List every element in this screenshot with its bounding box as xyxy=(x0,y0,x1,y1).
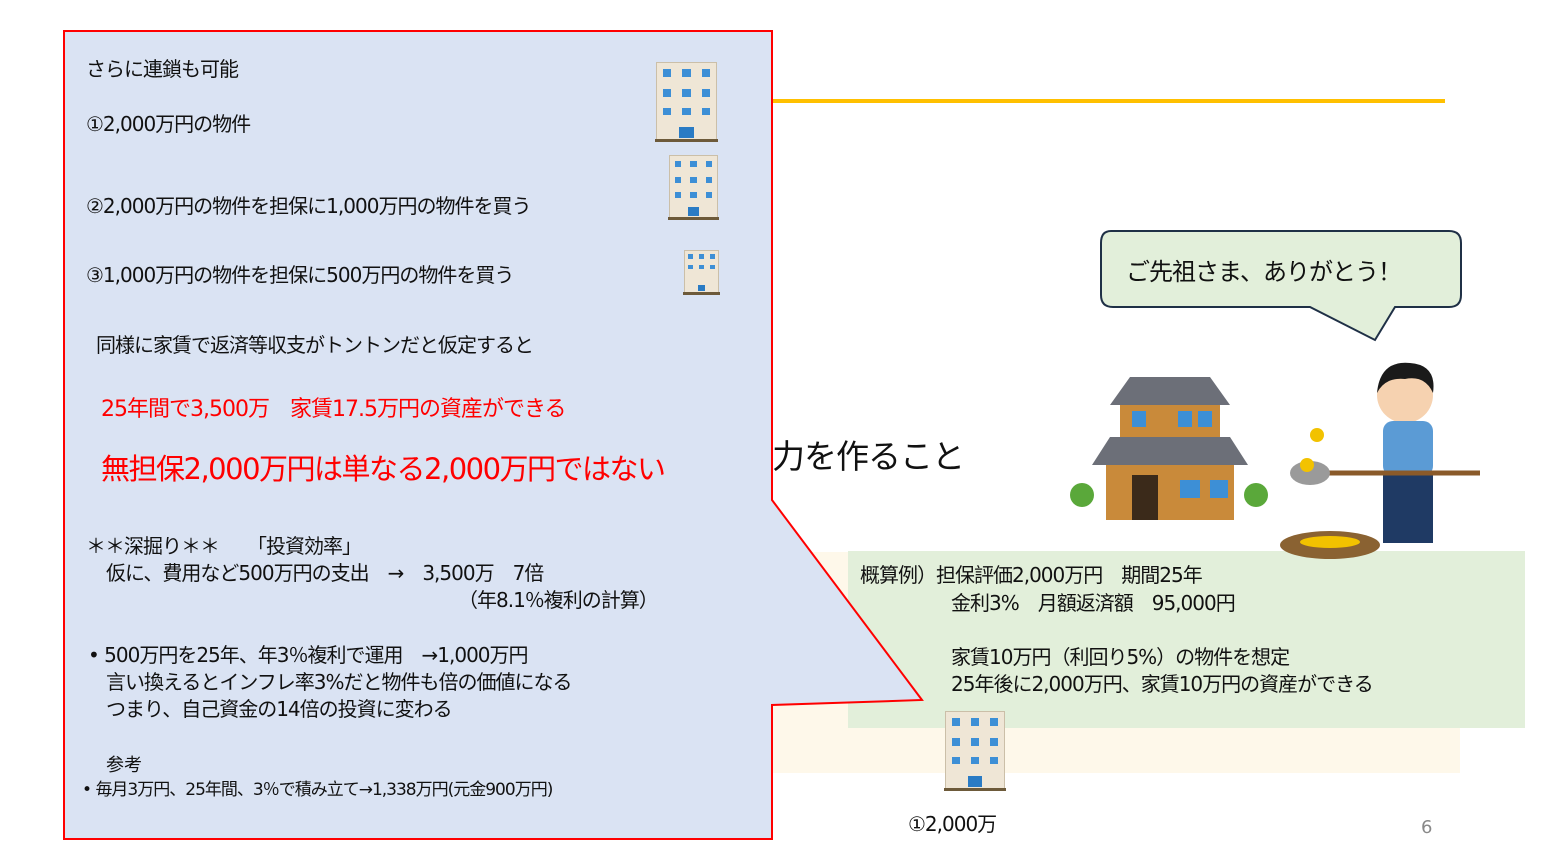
result-text: 25年間で3,500万 家賃17.5万円の資産ができる xyxy=(101,397,567,422)
building-icon-2 xyxy=(668,155,719,220)
building-icon xyxy=(944,711,1006,791)
reference-bullet: • 毎月3万円、25年間、3％で積み立て→1,338万円(元金900万円) xyxy=(82,780,553,800)
speech-text: ご先祖さま、ありがとう！ xyxy=(1126,258,1402,286)
example-line-4: 25年後に2,000万円、家賃10万円の資産ができる xyxy=(951,672,1374,696)
speech-bubble xyxy=(1100,230,1462,342)
example-line-3: 家賃10万円（利回り5%）の物件を想定 xyxy=(951,645,1290,669)
callout-title: さらに連鎖も可能 xyxy=(86,57,239,81)
bullet-1-line-3: つまり、自己資金の14倍の投資に変わる xyxy=(106,697,453,721)
step-1: ①2,000万円の物件 xyxy=(86,112,251,136)
example-line-2: 金利3% 月額返済額 95,000円 xyxy=(951,591,1236,615)
bullet-1-line-2: 言い換えるとインフレ率3%だと物件も倍の価値になる xyxy=(106,670,573,694)
deep-dive-line-1: 仮に、費用など500万円の支出 → 3,500万 7倍 xyxy=(106,561,544,585)
deep-dive-heading: ＊＊深掘り＊＊ 「投資効率」 xyxy=(86,534,362,558)
house-illustration xyxy=(1070,377,1268,520)
deep-dive-line-2: （年8.1％複利の計算） xyxy=(458,588,659,612)
example-line-1: 概算例）担保評価2,000万円 期間25年 xyxy=(860,563,1203,587)
building-caption: ①2,000万 xyxy=(908,812,997,836)
slide-partial-title: 力を作ること xyxy=(772,437,965,476)
building-icon-3 xyxy=(683,250,720,295)
building-icon-1 xyxy=(655,62,718,142)
headline-text: 無担保2,000万円は単なる2,000万円ではない xyxy=(101,452,666,486)
reference-label: 参考 xyxy=(106,755,142,776)
example-panel xyxy=(848,551,1525,728)
step-3: ③1,000万円の物件を担保に500万円の物件を買う xyxy=(86,263,514,287)
assumption-text: 同様に家賃で返済等収支がトントンだと仮定すると xyxy=(96,333,534,357)
step-2: ②2,000万円の物件を担保に1,000万円の物件を買う xyxy=(86,194,531,218)
bullet-1-text: 500万円を25年、年3％複利で運用 →1,000万円 xyxy=(104,643,528,667)
callout-box xyxy=(63,30,924,840)
person-digging-illustration xyxy=(1280,362,1480,559)
accent-line xyxy=(772,99,1445,103)
bullet-1: • 500万円を25年、年3％複利で運用 →1,000万円 xyxy=(88,643,529,667)
reference-text: 毎月3万円、25年間、3％で積み立て→1,338万円(元金900万円) xyxy=(95,780,553,800)
page-number: 6 xyxy=(1421,817,1433,838)
